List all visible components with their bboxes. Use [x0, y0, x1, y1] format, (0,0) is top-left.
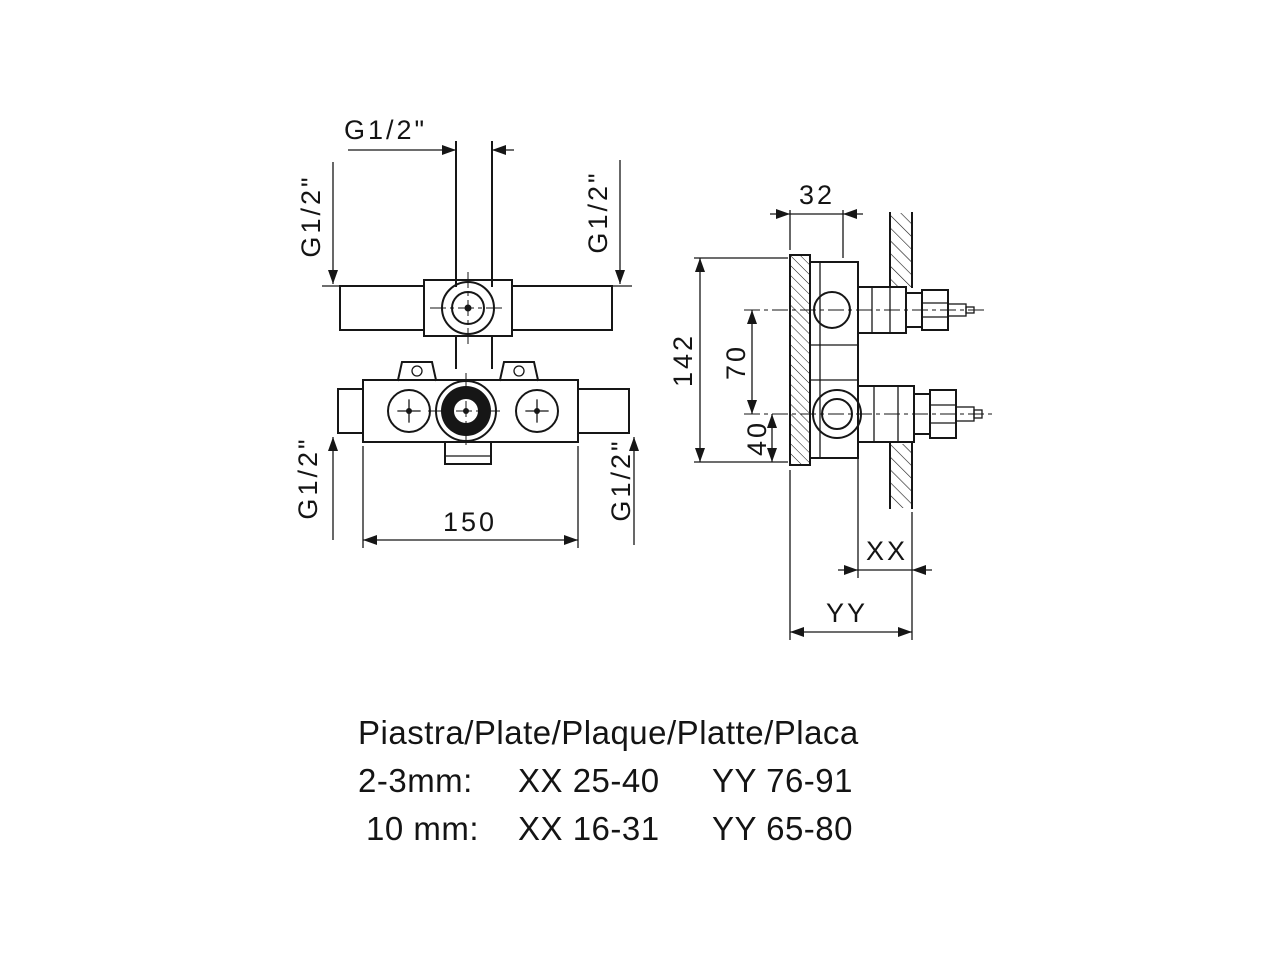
dim-yy-label: YY — [826, 598, 868, 628]
dim-g12-top-label: G1/2" — [344, 115, 427, 145]
front-dimensions: G1/2" G1/2" G1/2" G1/2" G1/2" 150 — [293, 115, 639, 548]
plate-spec-row1-xx: XX 25-40 — [518, 762, 660, 799]
plate-spec-title: Piastra/Plate/Plaque/Platte/Placa — [358, 714, 859, 751]
dim-32-label: 32 — [799, 180, 835, 210]
dim-142-label: 142 — [668, 333, 698, 387]
side-body — [809, 261, 862, 459]
plate-spec-row2-thickness: 10 mm: — [366, 810, 479, 847]
plate-spec-row1-yy: YY 76-91 — [712, 762, 853, 799]
dim-g12-left-upper-label: G1/2" — [296, 174, 326, 257]
plate-spec-row1-thickness: 2-3mm: — [358, 762, 473, 799]
front-cross-pipe — [339, 279, 613, 337]
dim-xx-label: XX — [866, 536, 908, 566]
dim-150-label: 150 — [443, 507, 497, 537]
plate-spec: Piastra/Plate/Plaque/Platte/Placa 2-3mm:… — [358, 714, 859, 847]
plate-spec-row2-xx: XX 16-31 — [518, 810, 660, 847]
front-center-port — [430, 272, 506, 344]
dim-g12-left-lower-label: G1/2" — [293, 436, 323, 519]
front-body — [337, 373, 630, 465]
side-view: 32 142 70 40 XX YY — [668, 180, 992, 640]
front-view: G1/2" G1/2" G1/2" G1/2" G1/2" 150 — [293, 115, 639, 548]
wall-section — [889, 212, 913, 509]
front-top-pipe — [455, 141, 493, 287]
plate-section — [789, 254, 811, 466]
side-dimensions: 32 142 70 40 XX YY — [668, 180, 932, 640]
dim-40-label: 40 — [742, 420, 772, 456]
dim-g12-right-lower-label: G1/2" — [606, 438, 636, 521]
dim-70-label: 70 — [721, 344, 751, 380]
plate-spec-row2-yy: YY 65-80 — [712, 810, 853, 847]
dim-g12-right-upper-label: G1/2" — [583, 170, 613, 253]
front-mount-ears — [396, 361, 540, 382]
